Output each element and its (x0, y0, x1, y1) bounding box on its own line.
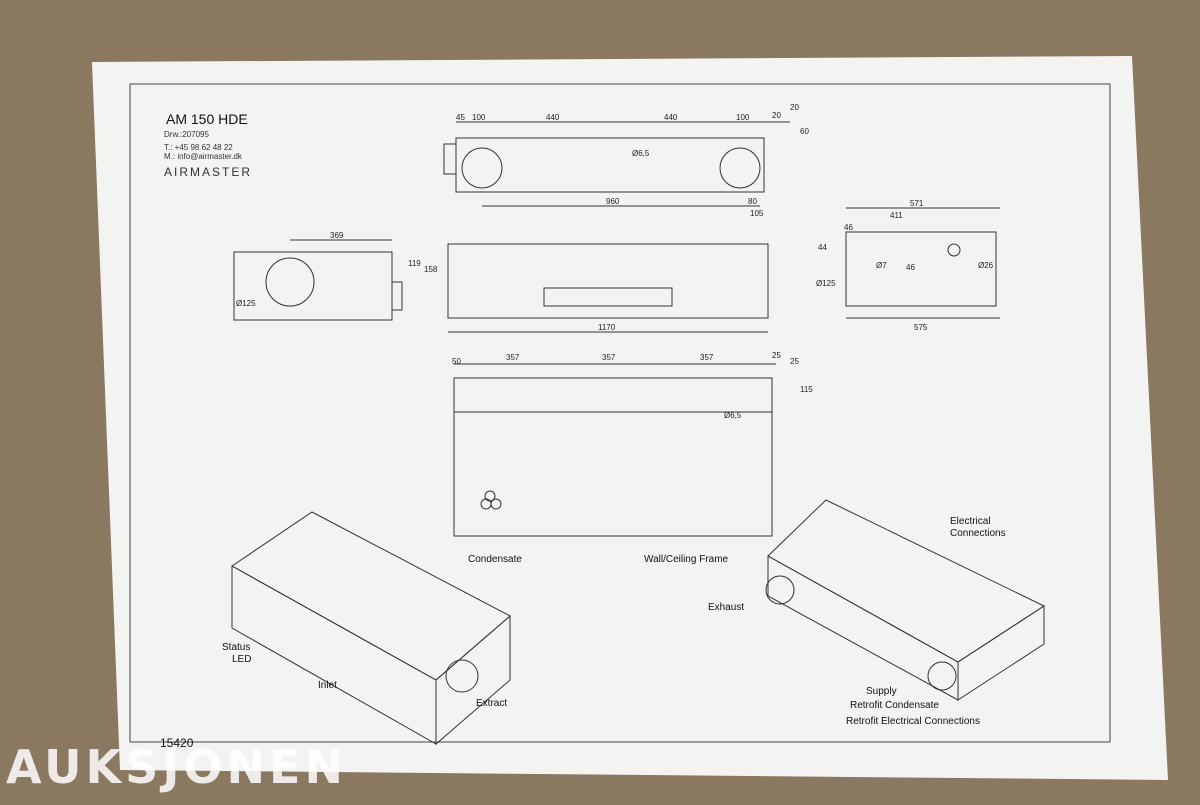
dim-357b: 357 (602, 353, 616, 362)
dim-o65b: Ø6,5 (724, 411, 742, 420)
email: M.: info@airmaster.dk (164, 152, 242, 161)
dim-119: 119 (408, 259, 421, 268)
dim-357c: 357 (700, 353, 714, 362)
label-connections: Connections (950, 528, 1006, 539)
iso-left-side (435, 614, 511, 746)
dim-440b: 440 (664, 113, 678, 122)
label-retrofit-condensate: Retrofit Condensate (850, 700, 939, 711)
watermark: AUKSJONEN (6, 740, 347, 794)
dim-o125b: Ø125 (816, 279, 836, 288)
dim-158: 158 (424, 265, 438, 274)
label-retrofit-electrical: Retrofit Electrical Connections (846, 716, 980, 727)
top-view-duct-right (719, 147, 761, 189)
dim-46a: 46 (844, 223, 853, 232)
plan-view-led-3 (480, 498, 492, 510)
label-led: LED (232, 654, 251, 665)
top-view-duct-left (461, 147, 503, 189)
dim-45: 45 (456, 113, 465, 122)
label-status: Status (222, 642, 250, 653)
label-condensate: Condensate (468, 554, 522, 565)
paper (92, 56, 1168, 780)
dim-411: 411 (890, 211, 903, 220)
label-inlet: Inlet (318, 680, 337, 691)
dim-20a: 20 (772, 111, 781, 120)
dim-1170: 1170 (598, 323, 616, 332)
iso-right-side (957, 605, 1045, 701)
iso-right-supply-duct (927, 661, 957, 691)
front-view-grille (543, 287, 673, 307)
drawing-number: Drw.:207095 (164, 130, 209, 139)
dim-369: 369 (330, 231, 344, 240)
dim-20b: 20 (790, 103, 799, 112)
label-extract: Extract (476, 698, 507, 709)
dim-25a: 25 (772, 351, 781, 360)
dim-575: 575 (914, 323, 928, 332)
dim-571: 571 (910, 199, 924, 208)
side-view-duct (265, 257, 315, 307)
label-supply: Supply (866, 686, 897, 697)
label-frame: Wall/Ceiling Frame (644, 554, 729, 565)
label-exhaust: Exhaust (708, 602, 744, 613)
dim-100b: 100 (736, 113, 750, 122)
end-view-body (845, 231, 997, 307)
front-view-body (447, 243, 769, 319)
dim-46b: 46 (906, 263, 915, 272)
dim-o65: Ø6,5 (632, 149, 650, 158)
side-view-port (391, 281, 403, 311)
dim-115: 115 (800, 385, 813, 394)
dim-105: 105 (750, 209, 764, 218)
dim-25b: 25 (790, 357, 799, 366)
dim-o7: Ø7 (876, 261, 887, 270)
drawing-frame (129, 83, 1111, 743)
dim-960: 960 (606, 197, 620, 206)
iso-left-extract-duct (445, 659, 479, 693)
dim-80: 80 (748, 197, 757, 206)
dim-o125: Ø125 (236, 299, 256, 308)
dim-60: 60 (800, 127, 809, 136)
dim-440a: 440 (546, 113, 560, 122)
iso-right-exhaust-duct (765, 575, 795, 605)
phone: T.: +45 98 62 48 22 (164, 143, 233, 152)
dim-100: 100 (472, 113, 486, 122)
plan-view-body (453, 377, 773, 537)
dim-o26: Ø26 (978, 261, 994, 270)
brand-logo: AIRMASTER (164, 165, 253, 179)
dim-44: 44 (818, 243, 827, 252)
label-electrical: Electrical (950, 516, 991, 527)
top-view-port-left (443, 143, 457, 175)
end-view-hole-26 (947, 243, 961, 257)
drawing-title: AM 150 HDE (166, 111, 248, 127)
dim-357a: 357 (506, 353, 520, 362)
sheet-number: 15420 (160, 736, 194, 750)
dim-50: 50 (452, 357, 461, 366)
